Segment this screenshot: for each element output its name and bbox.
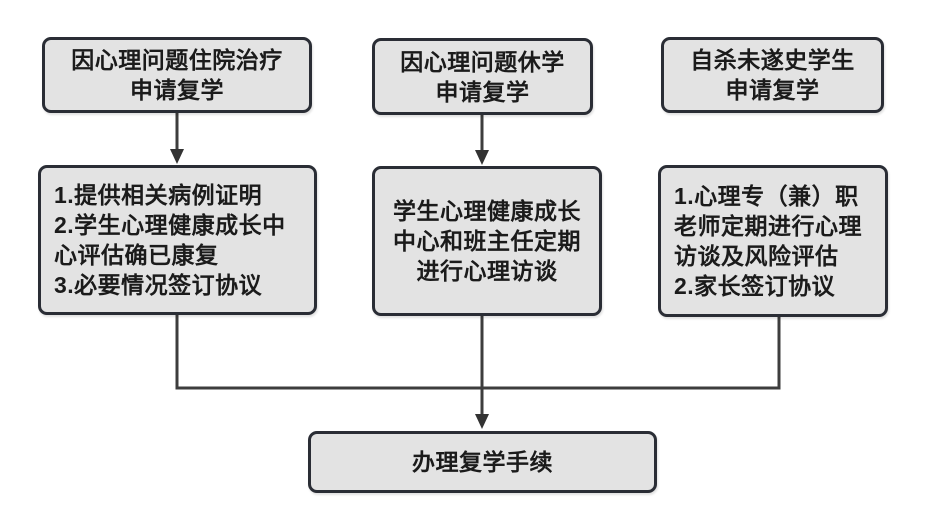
node-suicide-history-apply-resume: 自杀未遂史学生 申请复学 (661, 37, 884, 113)
node-hospitalized-apply-resume: 因心理问题住院治疗 申请复学 (42, 37, 312, 113)
node-suspended-apply-resume: 因心理问题休学 申请复学 (372, 38, 593, 115)
merge-connector (175, 315, 781, 390)
node-hospitalized-requirements: 1.提供相关病例证明 2.学生心理健康成长中 心评估确已康复 3.必要情况签订协… (38, 165, 317, 315)
arrow-merge-to-procedure (475, 388, 489, 429)
arrow-suspended-to-steps (475, 115, 489, 165)
node-complete-resume-procedure: 办理复学手续 (308, 431, 657, 493)
node-suicide-history-requirements: 1.心理专（兼）职 老师定期进行心理 访谈及风险评估 2.家长签订协议 (658, 165, 888, 317)
node-regular-psych-interviews: 学生心理健康成长 中心和班主任定期 进行心理访谈 (372, 166, 602, 316)
arrow-hospitalized-to-steps (170, 113, 184, 164)
